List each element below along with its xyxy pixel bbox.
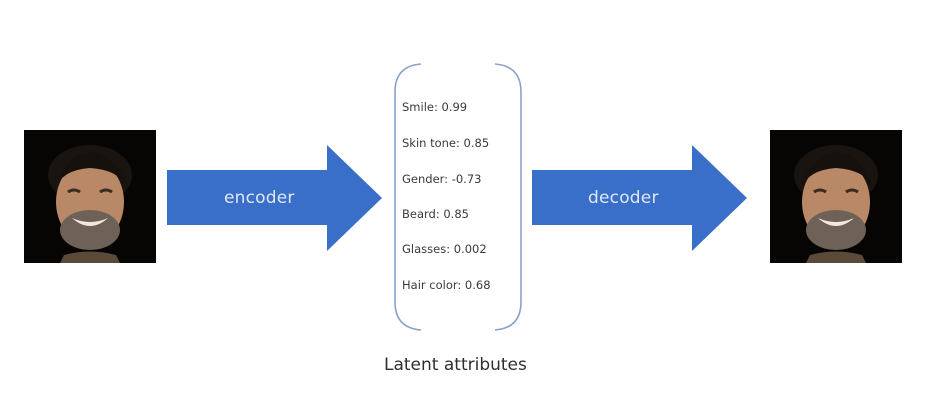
encoder-label: encoder [224,188,295,208]
output-face-image [770,130,902,263]
latent-attribute-hair-color: Hair color: 0.68 [402,278,491,292]
latent-attribute-glasses: Glasses: 0.002 [402,242,487,256]
decoder-label: decoder [588,188,659,208]
latent-bracket [394,63,522,331]
latent-attribute-skin-tone: Skin tone: 0.85 [402,136,490,150]
face-photo-icon [770,130,902,263]
encoder-arrow [167,145,382,251]
latent-attribute-gender: Gender: -0.73 [402,172,482,186]
face-photo-icon [24,130,156,263]
latent-attribute-smile: Smile: 0.99 [402,100,468,114]
latent-attribute-beard: Beard: 0.85 [402,207,469,221]
decoder-arrow [532,145,747,251]
latent-caption: Latent attributes [384,355,527,375]
input-face-image [24,130,156,263]
